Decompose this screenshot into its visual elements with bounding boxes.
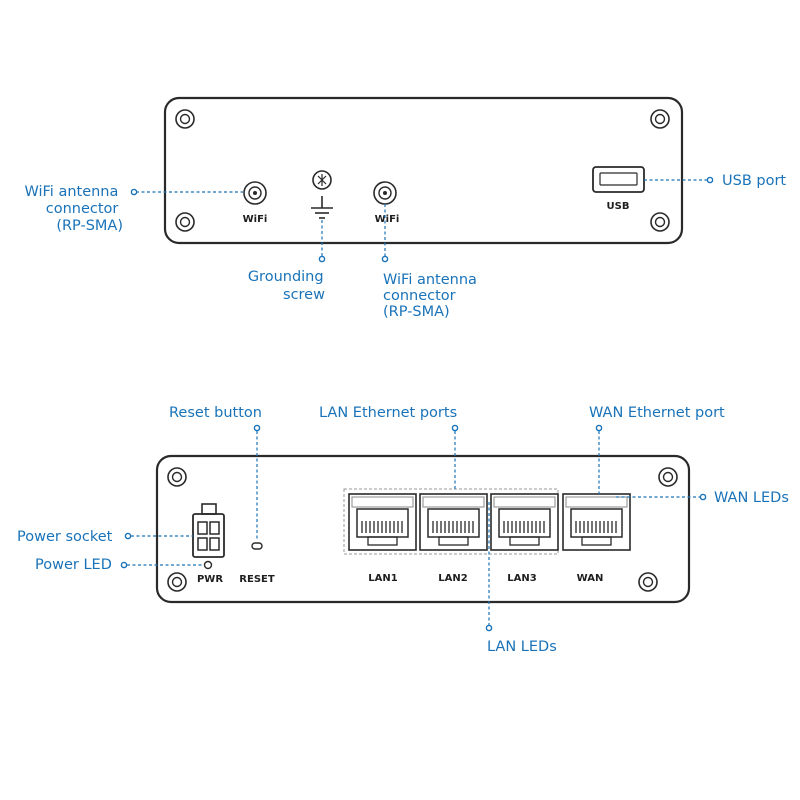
back-panel-body xyxy=(155,454,691,604)
lan1-label: LAN1 xyxy=(368,573,397,584)
callout-grounding-line2: screw xyxy=(283,287,325,303)
corner-screw-icon xyxy=(167,467,187,487)
callout-wifi-left-line1: WiFi antenna xyxy=(24,184,118,200)
callout-usb: USB port xyxy=(644,173,786,189)
callout-wan-port-text: WAN Ethernet port xyxy=(589,405,725,421)
callout-power-led-text: Power LED xyxy=(35,557,112,573)
reset-label: RESET xyxy=(239,574,275,585)
corner-screw-icon xyxy=(175,109,195,129)
corner-screw-icon xyxy=(650,109,670,129)
pwr-label: PWR xyxy=(197,574,223,585)
callout-lan-ports-text: LAN Ethernet ports xyxy=(319,405,457,421)
back-panel: PWR RESET LAN1 LAN2 xyxy=(17,405,789,655)
svg-text:Grounding screw: Grounding screw xyxy=(248,269,328,303)
reset-button-icon xyxy=(251,542,263,550)
callout-wifi-right-line1: WiFi antenna xyxy=(383,272,477,288)
callout-wan-port: WAN Ethernet port xyxy=(589,405,725,494)
wan-port-icon xyxy=(562,493,631,551)
callout-wifi-left: WiFi antenna connector (RP-SMA) xyxy=(24,184,243,234)
callout-wifi-right: WiFi antenna connector (RP-SMA) xyxy=(381,204,482,320)
lan3-label: LAN3 xyxy=(507,573,536,584)
grounding-screw-icon xyxy=(312,170,332,190)
callout-power-socket: Power socket xyxy=(17,529,193,545)
callout-grounding-line1: Grounding xyxy=(248,269,324,285)
ground-symbol-icon xyxy=(311,196,333,219)
usb-label: USB xyxy=(607,201,630,212)
front-panel: WiFi WiFi USB WiF xyxy=(24,96,786,320)
callout-reset-text: Reset button xyxy=(169,405,262,421)
callout-power-socket-text: Power socket xyxy=(17,529,113,545)
callout-wifi-right-line3: (RP-SMA) xyxy=(383,304,450,320)
callout-wan-leds-text: WAN LEDs xyxy=(714,490,789,506)
callout-wifi-right-line2: connector xyxy=(383,288,456,304)
svg-text:WiFi antenna connector: WiFi antenna connector (RP-SMA) xyxy=(383,272,482,320)
corner-screw-icon xyxy=(658,467,678,487)
corner-screw-icon xyxy=(175,212,195,232)
front-panel-body xyxy=(163,96,684,245)
callout-wan-leds: WAN LEDs xyxy=(616,490,789,506)
power-led-icon xyxy=(203,560,213,570)
callout-wifi-left-line3: (RP-SMA) xyxy=(56,218,123,234)
callout-lan-ports: LAN Ethernet ports xyxy=(319,405,459,489)
power-socket-icon xyxy=(192,503,225,558)
wifi-connector-left-icon xyxy=(243,181,267,205)
wifi-right-label: WiFi xyxy=(375,214,400,225)
callout-usb-text: USB port xyxy=(722,173,786,189)
callout-reset-button: Reset button xyxy=(169,405,262,541)
callout-wifi-left-line2: connector xyxy=(46,201,119,217)
lan3-port-icon xyxy=(490,493,559,551)
wifi-left-label: WiFi xyxy=(243,214,268,225)
callout-grounding: Grounding screw xyxy=(248,220,328,303)
callout-lan-leds-text: LAN LEDs xyxy=(487,639,557,655)
corner-screw-icon xyxy=(638,572,658,592)
lan2-label: LAN2 xyxy=(438,573,467,584)
corner-screw-icon xyxy=(167,572,187,592)
callout-lan-leds: LAN LEDs xyxy=(485,502,557,655)
wan-label: WAN xyxy=(577,573,604,584)
callout-power-led: Power LED xyxy=(35,557,204,573)
corner-screw-icon xyxy=(650,212,670,232)
svg-text:WiFi antenna connector: WiFi antenna connector (RP-SMA) xyxy=(24,184,123,234)
lan2-port-icon xyxy=(419,493,488,551)
lan1-port-icon xyxy=(348,493,417,551)
